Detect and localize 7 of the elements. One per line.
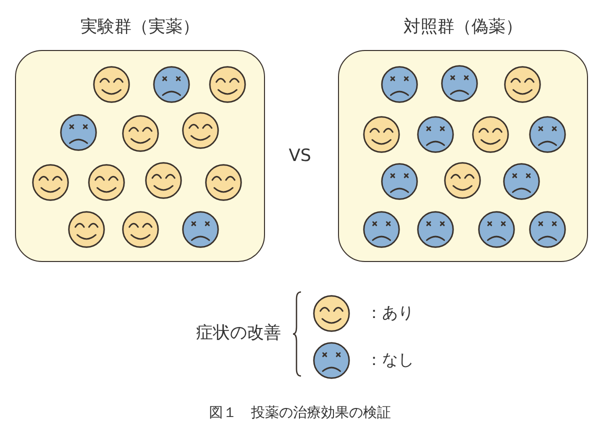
group-title: 実験群（実薬）: [80, 17, 200, 38]
figure-caption: 図１ 投薬の治療効果の検証: [209, 405, 391, 422]
comparison-label: VS: [288, 146, 312, 166]
legend-label: ：なし: [366, 350, 414, 370]
legend-label: ：あり: [366, 303, 414, 322]
legend-heading: 症状の改善: [196, 322, 281, 344]
group-title: 対照群（偽薬）: [404, 17, 522, 38]
